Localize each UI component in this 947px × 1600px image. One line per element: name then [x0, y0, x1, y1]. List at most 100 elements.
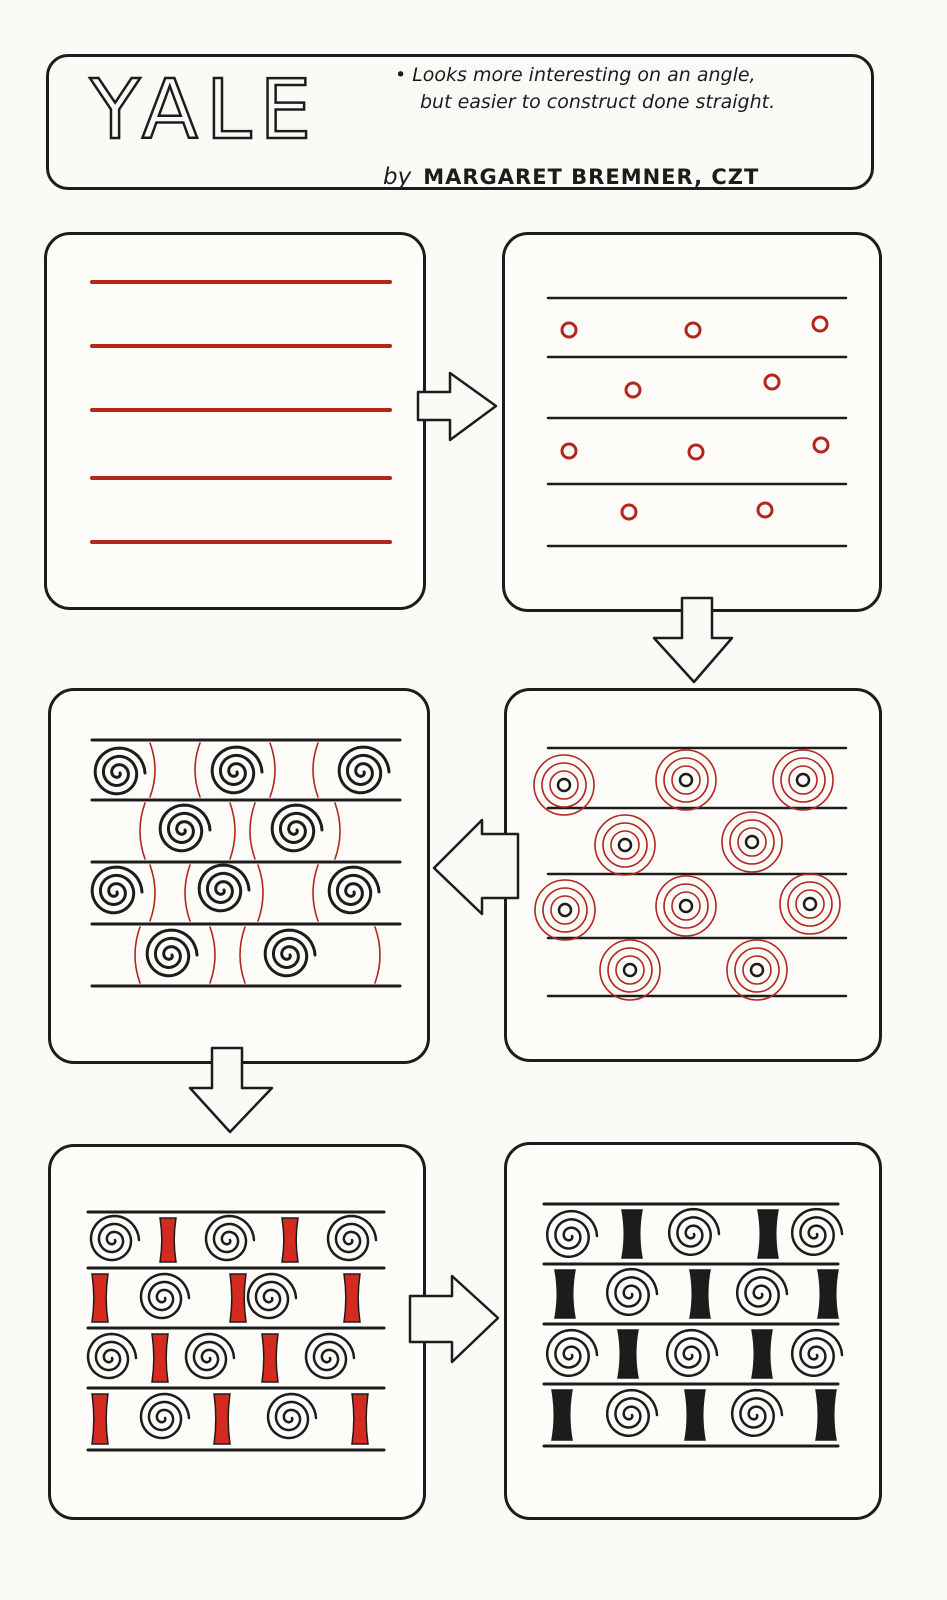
red-ring [787, 881, 833, 927]
byline: by MARGARET BREMNER, CZT [383, 164, 853, 190]
red-ring [549, 770, 579, 800]
red-ring [742, 955, 772, 985]
red-circle [756, 501, 774, 519]
red-fill [213, 1393, 231, 1445]
black-fill [751, 1329, 773, 1379]
red-ring [729, 819, 775, 865]
black-spiral [665, 1328, 719, 1378]
red-ring [610, 830, 640, 860]
black-spiral [139, 1392, 191, 1440]
center-circle [744, 834, 760, 850]
black-spiral [327, 865, 381, 915]
black-spiral [545, 1328, 599, 1378]
black-fill [621, 1209, 643, 1259]
black-spiral [730, 1388, 784, 1438]
byline-by: by [383, 164, 412, 190]
red-arc [374, 926, 381, 984]
red-fill [159, 1217, 177, 1263]
header-box [46, 54, 874, 190]
red-arc [239, 926, 246, 984]
red-arc [194, 742, 201, 798]
red-ring [671, 891, 701, 921]
center-circle [802, 896, 818, 912]
construction-note: •Looks more interesting on an angle, but… [395, 62, 870, 116]
black-spiral [184, 1332, 236, 1380]
red-ring [780, 757, 826, 803]
arrow-down-icon [652, 596, 734, 684]
step-2-drawing [546, 296, 848, 548]
red-ring [615, 955, 645, 985]
center-circle [678, 772, 694, 788]
black-spiral [89, 1214, 141, 1262]
red-arc [257, 864, 264, 922]
black-spiral [197, 863, 251, 913]
red-arc [149, 864, 156, 922]
red-fill [281, 1217, 299, 1263]
black-spiral [246, 1272, 298, 1320]
center-circle [617, 837, 633, 853]
red-arc [134, 926, 141, 984]
red-circle [684, 321, 702, 339]
red-fill [91, 1393, 109, 1445]
red-circle [812, 436, 830, 454]
black-spiral [790, 1328, 844, 1378]
note-line-1: Looks more interesting on an angle, [412, 64, 756, 86]
note-line-2: but easier to construct done straight. [420, 91, 776, 113]
black-spiral [145, 928, 199, 978]
red-ring [721, 811, 783, 873]
step-1-panel [44, 232, 426, 610]
red-arc [269, 742, 276, 798]
byline-credential: , CZT [694, 165, 760, 189]
step-6-drawing [542, 1202, 844, 1448]
red-ring [772, 749, 834, 811]
black-spiral [270, 803, 324, 853]
red-arc [139, 802, 146, 860]
center-circle [556, 777, 572, 793]
black-spiral [86, 1332, 138, 1380]
red-ring [737, 827, 767, 857]
arrow-right-icon [408, 1274, 500, 1364]
red-arc [229, 802, 236, 860]
center-circle [795, 772, 811, 788]
red-ring [663, 757, 709, 803]
red-ring [726, 939, 788, 1001]
center-circle [749, 962, 765, 978]
black-spiral [605, 1388, 659, 1438]
red-fill [261, 1333, 279, 1383]
black-spiral [210, 745, 264, 795]
black-spiral [158, 803, 212, 853]
arrow-left-icon [432, 818, 520, 916]
red-arc [149, 742, 156, 798]
red-circle [763, 373, 781, 391]
arrow-right-icon [416, 371, 498, 442]
red-ring [779, 873, 841, 935]
center-circle [678, 898, 694, 914]
byline-author: MARGARET BREMNER [423, 165, 695, 189]
red-circle [624, 381, 642, 399]
red-ring [655, 875, 717, 937]
red-ring [594, 814, 656, 876]
black-fill [617, 1329, 639, 1379]
red-ring [607, 947, 653, 993]
black-spiral [263, 928, 317, 978]
red-arc [184, 864, 191, 922]
arrow-down-icon [188, 1046, 274, 1134]
step-2-panel [502, 232, 882, 612]
black-spiral [326, 1214, 378, 1262]
red-arc [209, 926, 216, 984]
red-ring [795, 889, 825, 919]
black-spiral [735, 1267, 789, 1317]
black-spiral [266, 1392, 318, 1440]
red-fill [351, 1393, 369, 1445]
black-spiral [337, 745, 391, 795]
red-circle [620, 503, 638, 521]
red-arc [249, 802, 256, 860]
black-fill [554, 1269, 576, 1319]
black-spiral [90, 865, 144, 915]
black-spiral [667, 1207, 721, 1257]
red-ring [734, 947, 780, 993]
red-ring [550, 895, 580, 925]
black-fill [684, 1389, 706, 1441]
red-ring [788, 765, 818, 795]
